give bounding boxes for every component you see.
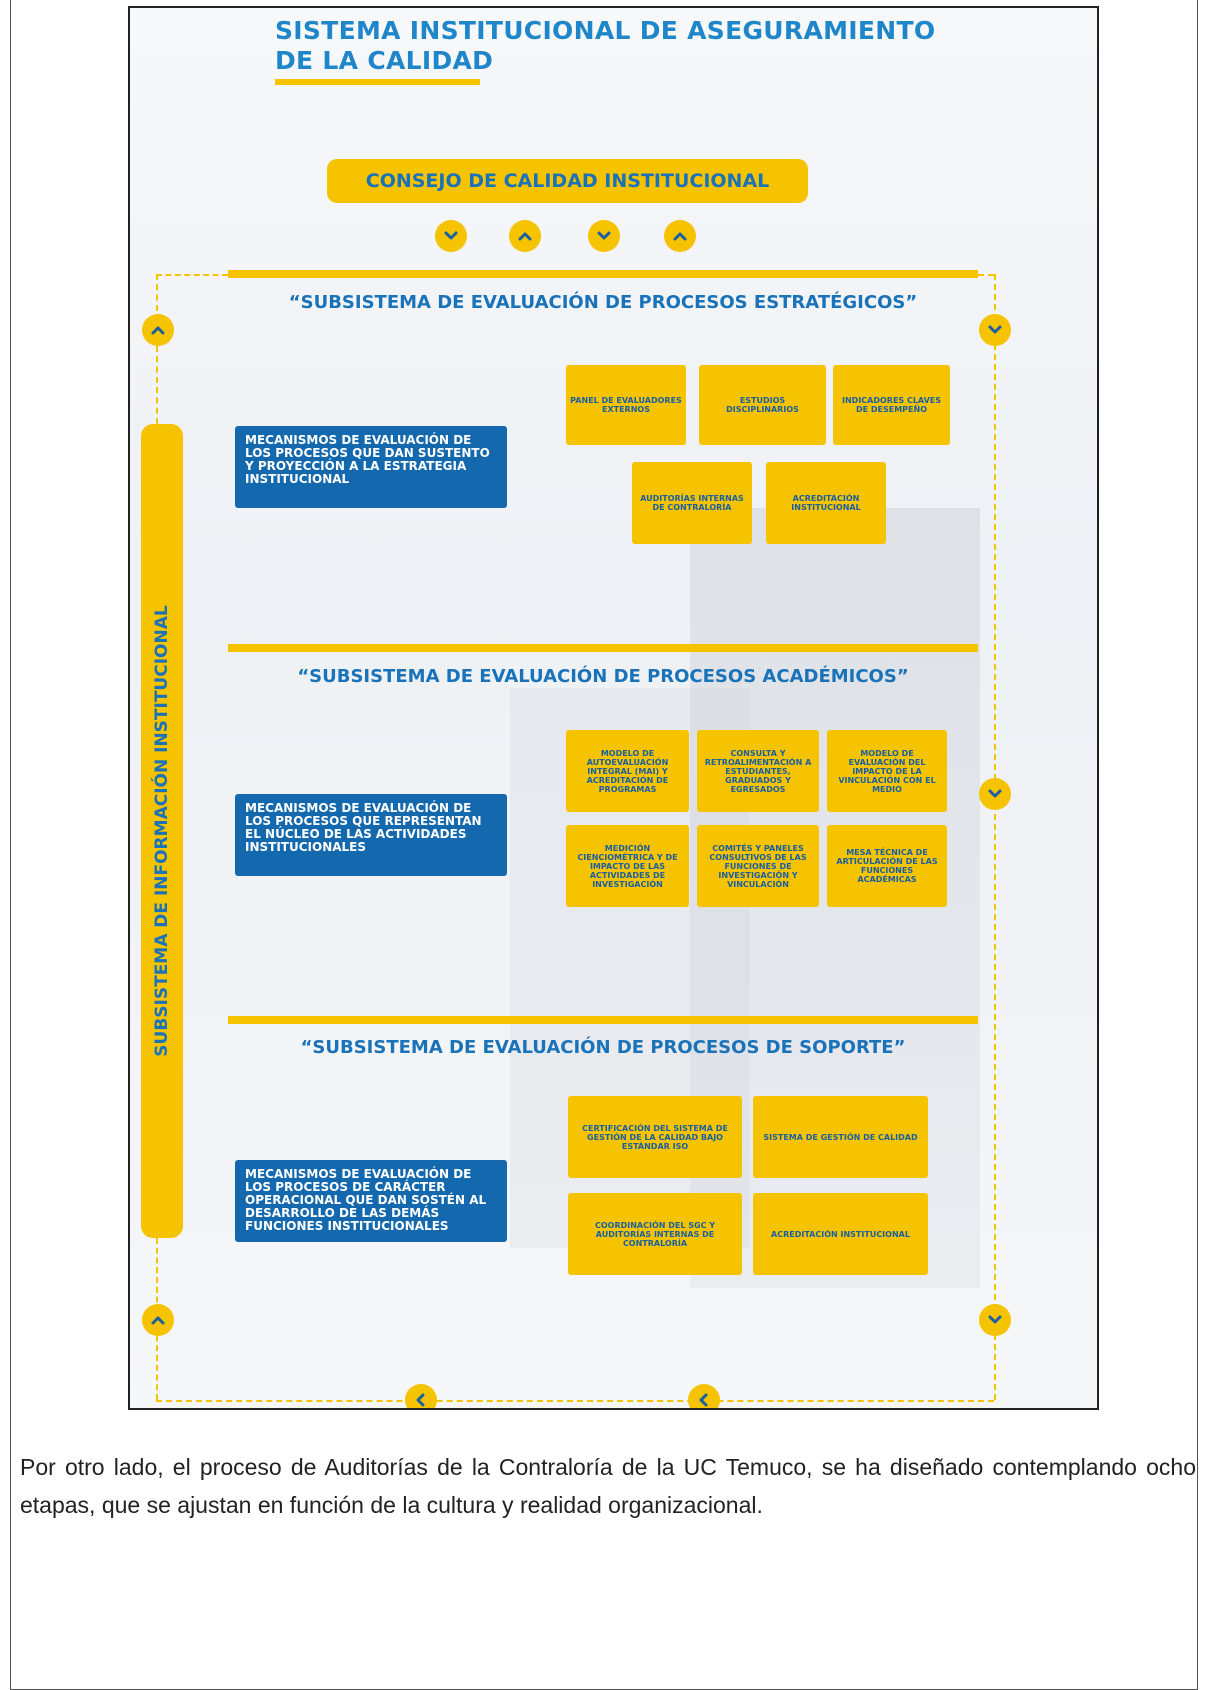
section-title-support: “SUBSISTEMA DE EVALUACIÓN DE PROCESOS DE…	[300, 1037, 906, 1058]
mechanism-box-academic: MECANISMOS DE EVALUACIÓN DE LOS PROCESOS…	[235, 794, 507, 876]
section-divider	[228, 270, 978, 278]
process-box: PANEL DE EVALUADORES EXTERNOS	[566, 365, 686, 445]
mechanism-box-strategic: MECANISMOS DE EVALUACIÓN DE LOS PROCESOS…	[235, 426, 507, 508]
chevron-down-icon	[435, 220, 467, 252]
process-box: AUDITORÍAS INTERNAS DE CONTRALORÍA	[632, 462, 752, 544]
dashed-connector	[156, 274, 158, 424]
dashed-connector	[156, 1400, 994, 1402]
chevron-down-icon	[588, 220, 620, 252]
chevron-left-icon	[405, 1384, 437, 1408]
chevron-up-icon	[664, 220, 696, 252]
process-box: COORDINACIÓN DEL SGC Y AUDITORÍAS INTERN…	[568, 1193, 742, 1275]
chevron-up-icon	[142, 1304, 174, 1336]
chevron-down-icon	[979, 314, 1011, 346]
chevron-down-icon	[979, 778, 1011, 810]
title-underline	[275, 79, 480, 85]
process-box: ESTUDIOS DISCIPLINARIOS	[699, 365, 826, 445]
mechanism-box-support: MECANISMOS DE EVALUACIÓN DE LOS PROCESOS…	[235, 1160, 507, 1242]
chevron-up-icon	[142, 314, 174, 346]
chevron-up-icon	[509, 220, 541, 252]
title-line-1: SISTEMA INSTITUCIONAL DE ASEGURAMIENTO	[275, 16, 936, 45]
side-subsystem-bar	[141, 424, 183, 1238]
caption-paragraph: Por otro lado, el proceso de Auditorías …	[20, 1454, 1196, 1518]
process-box: MESA TÉCNICA DE ARTICULACIÓN DE LAS FUNC…	[827, 825, 947, 907]
title-line-2: DE LA CALIDAD	[275, 46, 494, 75]
chevron-down-icon	[979, 1304, 1011, 1336]
dashed-connector	[994, 274, 996, 1400]
process-box: CERTIFICACIÓN DEL SISTEMA DE GESTIÓN DE …	[568, 1096, 742, 1178]
process-box: SISTEMA DE GESTIÓN DE CALIDAD	[753, 1096, 928, 1178]
section-divider	[228, 1016, 978, 1024]
chevron-left-icon	[688, 1384, 720, 1408]
dashed-connector	[156, 274, 228, 276]
process-box: ACREDITACIÓN INSTITUCIONAL	[766, 462, 886, 544]
process-box: COMITÉS Y PANELES CONSULTIVOS DE LAS FUN…	[697, 825, 819, 907]
section-divider	[228, 644, 978, 652]
process-box: MODELO DE EVALUACIÓN DEL IMPACTO DE LA V…	[827, 730, 947, 812]
section-title-academic: “SUBSISTEMA DE EVALUACIÓN DE PROCESOS AC…	[297, 666, 909, 687]
process-box: CONSULTA Y RETROALIMENTACIÓN A ESTUDIANT…	[697, 730, 819, 812]
dashed-connector	[978, 274, 994, 276]
side-subsystem-label: SUBSISTEMA DE INFORMACIÓN INSTITUCIONAL	[152, 605, 172, 1057]
quality-system-diagram: SISTEMA INSTITUCIONAL DE ASEGURAMIENTO D…	[128, 6, 1099, 1410]
process-box: ACREDITACIÓN INSTITUCIONAL	[753, 1193, 928, 1275]
diagram-title: SISTEMA INSTITUCIONAL DE ASEGURAMIENTO D…	[275, 16, 935, 76]
consejo-box: CONSEJO DE CALIDAD INSTITUCIONAL	[327, 159, 808, 203]
process-box: INDICADORES CLAVES DE DESEMPEÑO	[833, 365, 950, 445]
section-title-strategic: “SUBSISTEMA DE EVALUACIÓN DE PROCESOS ES…	[288, 292, 918, 313]
process-box: MEDICIÓN CIENCIOMÉTRICA Y DE IMPACTO DE …	[566, 825, 689, 907]
process-box: MODELO DE AUTOEVALUACIÓN INTEGRAL (MAI) …	[566, 730, 689, 812]
